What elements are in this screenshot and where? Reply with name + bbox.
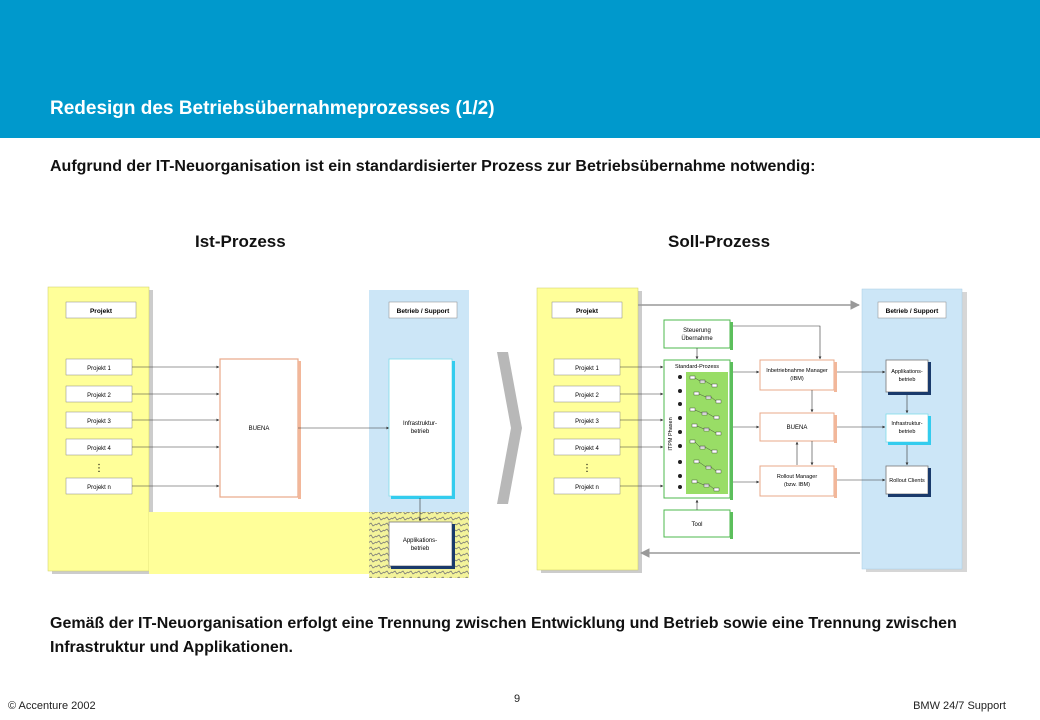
soll-rollout-box (759, 465, 835, 497)
intro-text: Aufgrund der IT-Neuorganisation ist ein … (50, 158, 816, 175)
soll-inbetrieb-box (759, 359, 835, 391)
ist-infra-box (388, 358, 453, 497)
soll-phase-dots (678, 375, 682, 489)
soll-project-label: Projekt 1 (575, 366, 599, 372)
soll-project-label: Projekt 4 (575, 446, 599, 452)
ist-project-label: Projekt n (87, 485, 111, 491)
ist-project-label: Projekt 1 (87, 366, 111, 372)
ist-betrieb-header-label: Betrieb / Support (397, 308, 451, 315)
ist-infra-label: Infrastruktur- (403, 421, 437, 427)
conclusion-text: Gemäß der IT-Neuorganisation erfolgt ein… (50, 615, 957, 656)
soll-inbetrieb-label: (IBM) (790, 376, 804, 382)
soll-itpm-steps (686, 372, 728, 494)
ist-label: Ist-Prozess (195, 232, 286, 251)
soll-step-boxes (689, 375, 722, 492)
soll-inbetrieb-label: Inbetriebnahme Manager (766, 368, 828, 374)
soll-buena-box (759, 412, 835, 442)
header-bar (0, 0, 1040, 138)
soll-infra-label: betrieb (899, 429, 916, 435)
soll-steuerung-box (663, 319, 731, 349)
ist-projekt-area (47, 286, 150, 572)
ist-project-arrows (132, 365, 220, 488)
soll-rollout-clients-label: Rollout Clients (889, 478, 925, 484)
ist-app-label: betrieb (411, 546, 430, 552)
soll-betrieb-header (877, 301, 947, 319)
ist-project-label: Projekt 3 (87, 419, 111, 425)
ist-app-label: Applikations- (403, 538, 437, 544)
ist-buena-box (219, 358, 299, 498)
ist-betrieb-header (388, 301, 458, 319)
soll-infra-box (885, 413, 929, 443)
soll-project-label: Projekt 3 (575, 419, 599, 425)
soll-projekt-area (536, 287, 639, 571)
soll-project-label: Projekt n (575, 485, 599, 491)
ist-buena-label: BUENA (249, 426, 270, 432)
soll-manager-links (795, 390, 814, 466)
soll-standard-label: Standard-Prozess (675, 364, 719, 370)
soll-betrieb-header-label: Betrieb / Support (886, 308, 940, 315)
ist-app-box (388, 521, 453, 567)
soll-tool-label: Tool (691, 522, 702, 528)
soll-steuerung-label: Steuerung (683, 328, 711, 334)
soll-itpm-label: ITPM Phasen (668, 417, 674, 450)
ist-project-list: Projekt 1 Projekt 2 Projekt 3 Projekt 4 … (65, 358, 133, 495)
soll-rollout-label: (bzw. IBM) (784, 482, 810, 488)
soll-project-arrows (620, 365, 664, 488)
ist-project-label: Projekt 2 (87, 393, 111, 399)
soll-buena-label: BUENA (787, 425, 808, 431)
soll-steuerung-label: Übernahme (681, 335, 713, 342)
soll-project-label: Projekt 2 (575, 393, 599, 399)
soll-rollout-clients-box (885, 465, 929, 495)
soll-standard-arrows (733, 370, 760, 484)
footer-copyright: © Accenture 2002 (8, 700, 96, 712)
ist-infra-label: betrieb (411, 429, 430, 435)
soll-step-links (694, 377, 717, 490)
ist-ellipsis: ⋮ (94, 463, 104, 474)
soll-app-box (885, 359, 929, 393)
chevron-arrow-icon (497, 352, 522, 504)
footer-project: BMW 24/7 Support (913, 700, 1006, 712)
soll-diagram: Projekt Betrieb / Support Projekt 1 Proj… (536, 287, 967, 573)
ist-project-label: Projekt 4 (87, 446, 111, 452)
ist-projekt-header (65, 301, 137, 319)
ist-projekt-header-label: Projekt (90, 308, 113, 315)
soll-betrieb-arrows (837, 370, 886, 482)
soll-projekt-header-label: Projekt (576, 308, 599, 315)
soll-label: Soll-Prozess (668, 232, 771, 251)
soll-projekt-header (551, 301, 623, 319)
soll-app-label: betrieb (899, 377, 916, 383)
ist-diagram: Projekt Betrieb / Support Projekt 1 Proj… (47, 286, 469, 578)
soll-infra-label: Infrastruktur- (891, 421, 922, 427)
soll-project-list: Projekt 1 Projekt 2 Projekt 3 Projekt 4 … (553, 358, 621, 495)
soll-ellipsis: ⋮ (582, 463, 592, 474)
page-title: Redesign des Betriebsübernahmeprozesses … (50, 98, 495, 119)
soll-app-label: Applikations- (891, 369, 923, 375)
soll-rollout-label: Rollout Manager (777, 474, 818, 480)
page-number: 9 (514, 693, 521, 705)
